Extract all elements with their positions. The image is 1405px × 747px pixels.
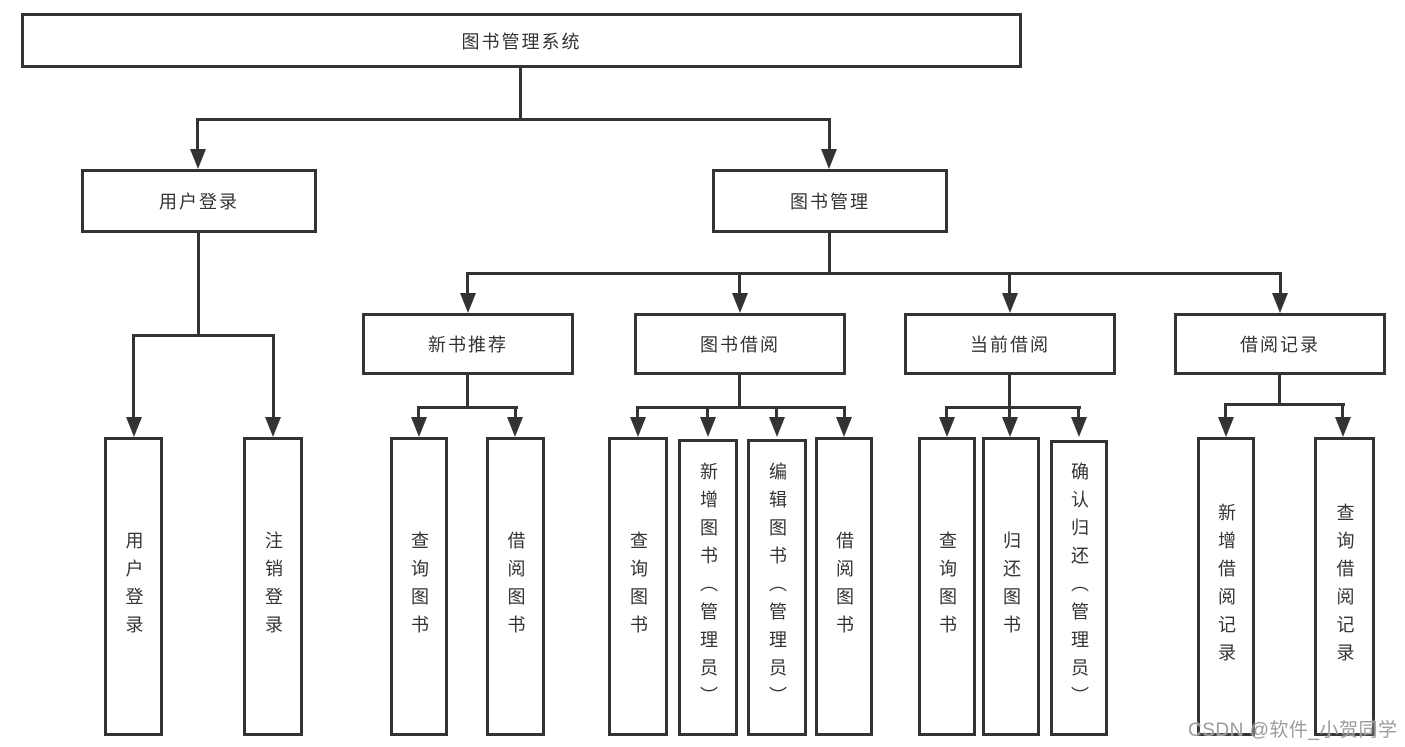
connector-drop-book-management [828, 121, 831, 151]
csdn-watermark: CSDN @软件_小贺同学 [1188, 720, 1398, 741]
arrow-down-icon [507, 417, 523, 437]
connector-drop-leaf [1341, 406, 1344, 419]
arrow-down-icon [460, 293, 476, 313]
leaf-label: 归还图书 [1001, 530, 1021, 643]
leaf-label: 新增借阅记录 [1216, 502, 1236, 671]
leaf-label: 确认归还（管理员） [1069, 462, 1089, 714]
leaf-label: 查询借阅记录 [1334, 502, 1355, 671]
connector-drop-user-login [196, 121, 199, 151]
connector-records-stem [1278, 375, 1281, 406]
connector-current-stem [1008, 375, 1011, 408]
arrow-down-icon [821, 149, 837, 169]
connector-user-login-rail [132, 334, 275, 337]
arrow-down-icon [126, 417, 142, 437]
leaf-label: 查询图书 [628, 530, 648, 643]
connector-drop-leaf [1008, 409, 1011, 419]
leaf-confirm-return-admin: 确认归还（管理员） [1050, 440, 1108, 736]
connector-drop-leaf [132, 337, 135, 419]
connector-drop-level3 [1279, 275, 1282, 295]
connector-drop-level3 [1008, 275, 1011, 295]
arrow-down-icon [265, 417, 281, 437]
connector-drop-leaf [706, 409, 709, 419]
connector-drop-leaf [514, 409, 517, 419]
leaf-edit-books-admin: 编辑图书（管理员） [747, 439, 807, 736]
arrow-down-icon [190, 149, 206, 169]
leaf-label: 新增图书（管理员） [698, 461, 718, 714]
leaf-label: 借阅图书 [834, 530, 854, 643]
leaf-borrow-books-recommend: 借阅图书 [486, 437, 545, 736]
leaf-query-books-current: 查询图书 [918, 437, 976, 736]
leaf-query-books-recommend: 查询图书 [390, 437, 448, 736]
arrow-down-icon [630, 417, 646, 437]
leaf-label: 查询图书 [409, 530, 429, 643]
leaf-add-borrow-record: 新增借阅记录 [1197, 437, 1255, 736]
node-label: 新书推荐 [428, 335, 508, 355]
connector-drop-leaf [417, 409, 420, 419]
connector-book-management-stem [828, 233, 831, 274]
node-current-borrow: 当前借阅 [904, 313, 1116, 375]
node-book-management: 图书管理 [712, 169, 948, 233]
leaf-label: 用户登录 [123, 530, 144, 643]
connector-root-stem [519, 68, 522, 121]
leaf-return-books: 归还图书 [982, 437, 1040, 736]
connector-drop-leaf [945, 409, 948, 419]
connector-drop-level3 [466, 275, 469, 295]
arrow-down-icon [1002, 417, 1018, 437]
node-borrow-records: 借阅记录 [1174, 313, 1386, 375]
arrow-down-icon [1071, 417, 1087, 437]
leaf-borrow-books: 借阅图书 [815, 437, 873, 736]
connector-drop-leaf [272, 337, 275, 419]
connector-drop-level3 [738, 275, 741, 295]
connector-records-rail [1224, 403, 1345, 406]
leaf-label: 注销登录 [263, 530, 283, 643]
connector-recommend-stem [466, 375, 469, 408]
leaf-add-books-admin: 新增图书（管理员） [678, 439, 738, 736]
connector-recommend-rail [417, 406, 518, 409]
arrow-down-icon [1002, 293, 1018, 313]
node-new-book-recommend: 新书推荐 [362, 313, 574, 375]
connector-root-rail [196, 118, 831, 121]
arrow-down-icon [769, 417, 785, 437]
arrow-down-icon [1272, 293, 1288, 313]
arrow-down-icon [1218, 417, 1234, 437]
leaf-label: 查询图书 [937, 530, 957, 643]
connector-drop-leaf [843, 409, 846, 419]
connector-borrow-stem [738, 375, 741, 408]
node-label: 当前借阅 [970, 335, 1050, 355]
arrow-down-icon [1335, 417, 1351, 437]
arrow-down-icon [732, 293, 748, 313]
node-label: 图书管理 [790, 192, 870, 212]
connector-drop-leaf [636, 409, 639, 419]
leaf-logout: 注销登录 [243, 437, 303, 736]
connector-current-rail [945, 406, 1081, 409]
leaf-query-books-borrow: 查询图书 [608, 437, 668, 736]
node-root: 图书管理系统 [21, 13, 1022, 68]
leaf-label: 借阅图书 [505, 530, 526, 643]
arrow-down-icon [836, 417, 852, 437]
node-label: 用户登录 [159, 192, 239, 212]
leaf-query-borrow-record: 查询借阅记录 [1314, 437, 1375, 736]
connector-book-management-rail [466, 272, 1282, 275]
node-label: 借阅记录 [1240, 335, 1320, 355]
leaf-user-login: 用户登录 [104, 437, 163, 736]
arrow-down-icon [939, 417, 955, 437]
arrow-down-icon [411, 417, 427, 437]
leaf-label: 编辑图书（管理员） [767, 461, 787, 714]
node-book-borrow: 图书借阅 [634, 313, 846, 375]
connector-drop-leaf [775, 409, 778, 419]
node-root-label: 图书管理系统 [461, 31, 582, 52]
connector-user-login-stem [197, 233, 200, 336]
arrow-down-icon [700, 417, 716, 437]
node-label: 图书借阅 [700, 335, 780, 355]
node-user-login: 用户登录 [81, 169, 317, 233]
connector-drop-leaf [1224, 406, 1227, 419]
connector-drop-leaf [1077, 409, 1080, 419]
connector-borrow-rail [636, 406, 846, 409]
